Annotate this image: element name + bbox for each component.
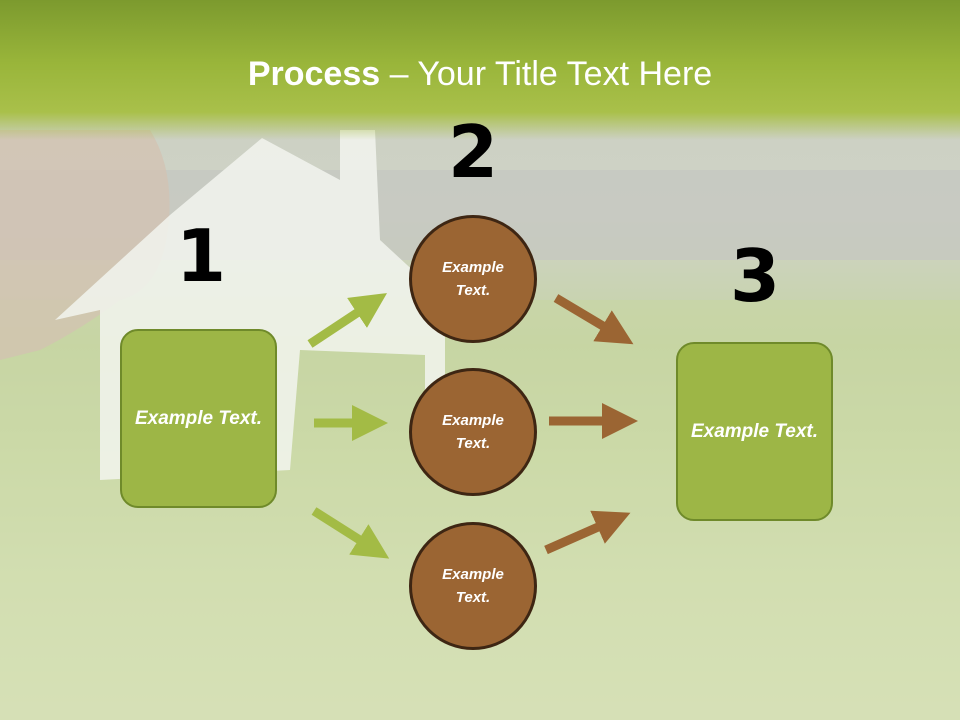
step-number-2: 2 [448,110,499,194]
title-rest: – Your Title Text Here [380,55,713,93]
title-band [0,0,960,140]
circle-middle-text: Example Text. [442,412,504,452]
right-step-box: Example Text. [676,342,833,521]
left-box-text: Example Text. [134,408,263,429]
title-bold: Process [247,55,381,93]
step-number-3: 3 [730,234,781,318]
step-number-1: 1 [176,214,227,298]
circle-bottom-text: Example Text. [442,566,504,606]
circle-bottom: Example Text. [409,522,537,650]
circle-top-text: Example Text. [442,259,504,299]
slide-title: Process – Your Title Text Here [0,52,960,96]
circle-top: Example Text. [409,215,537,343]
right-box-text: Example Text. [690,421,819,442]
left-step-box: Example Text. [120,329,277,508]
circle-middle: Example Text. [409,368,537,496]
